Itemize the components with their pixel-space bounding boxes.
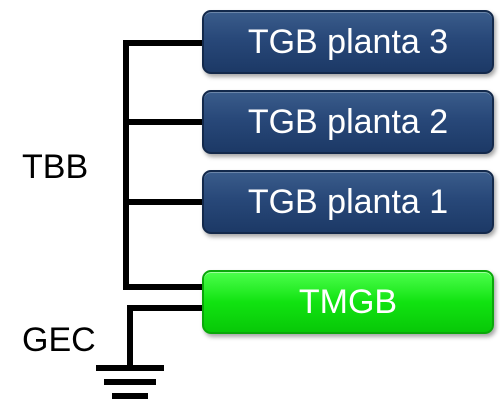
tmgb-box: TMGB xyxy=(202,270,494,334)
tgb-planta-2-box: TGB planta 2 xyxy=(202,90,494,154)
gec-conductor-line xyxy=(127,305,206,368)
ground-symbol-icon xyxy=(96,365,164,399)
tgb-planta-2-label: TGB planta 2 xyxy=(247,103,449,141)
tgb-planta-3-box: TGB planta 3 xyxy=(202,10,494,74)
tgb-planta-1-label: TGB planta 1 xyxy=(247,183,449,221)
tgb-planta-3-label: TGB planta 3 xyxy=(247,23,449,61)
tmgb-label: TMGB xyxy=(298,283,398,321)
gec-label: GEC xyxy=(22,321,96,359)
tbb-label: TBB xyxy=(22,148,89,186)
tgb-planta-1-box: TGB planta 1 xyxy=(202,170,494,234)
